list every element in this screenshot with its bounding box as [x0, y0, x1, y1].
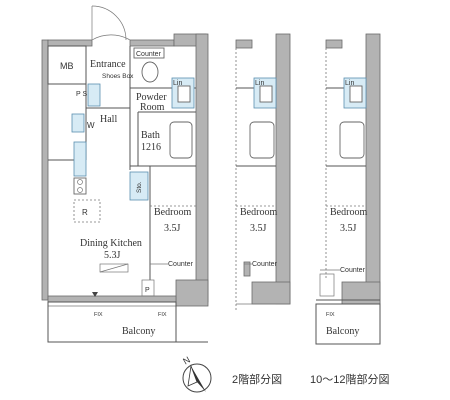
counter-top-label: Counter [136, 51, 162, 58]
right-wall [195, 33, 209, 303]
plan3-balcony [315, 303, 381, 345]
ps-label: P S [76, 91, 87, 98]
plan3-counter-label: Counter [340, 267, 366, 274]
left-wall [41, 39, 49, 301]
sto-label: Sto. [136, 181, 143, 193]
hall-label: Hall [100, 114, 117, 125]
counter-label: Counter [168, 261, 194, 268]
plan2-lin-label: Lin [255, 80, 264, 87]
fix-label-right: FIX [158, 312, 167, 318]
plan2-counter-label: Counter [252, 261, 278, 268]
mb-label: MB [60, 61, 74, 71]
plan3-fix-label: FIX [326, 312, 335, 318]
plan2-bedroom-size: 3.5J [250, 223, 267, 234]
plan2-right-wall [275, 33, 291, 305]
r-label: R [82, 208, 88, 217]
shoes-box-label: Shoes Box [102, 73, 134, 80]
fix-label-left: FIX [94, 312, 103, 318]
shoes-box [87, 83, 101, 107]
balcony [47, 301, 177, 343]
entrance-door-swing [91, 34, 131, 41]
plan2-bedroom-label: Bedroom [240, 207, 277, 218]
washer-space [71, 113, 85, 133]
dk-fixture [99, 263, 129, 273]
w-label: W [87, 121, 95, 130]
plan3-balcony-label: Balcony [326, 326, 359, 337]
powder-room-label-2: Room [140, 102, 165, 113]
plan3-bedroom-size: 3.5J [340, 223, 357, 234]
refrigerator-space [73, 199, 101, 223]
plan3-right-wall [365, 33, 381, 305]
caption-10-12f: 10～12階部分図 [310, 374, 390, 386]
toilet [141, 61, 159, 83]
lin-label: Lin [173, 80, 182, 87]
compass-icon [182, 363, 212, 393]
bathtub [169, 121, 193, 159]
column-bottom [175, 279, 209, 307]
cooktop [73, 177, 87, 195]
dining-kitchen-label: Dining Kitchen [80, 238, 142, 249]
mb-box [47, 45, 87, 85]
bath-size: 1216 [141, 142, 161, 153]
top-wall-right [129, 39, 175, 47]
pipe-space [141, 279, 155, 297]
p-label: P [145, 287, 150, 294]
bottom-wall [47, 295, 177, 303]
storage [129, 171, 149, 201]
bath-label: Bath [141, 130, 160, 141]
plan3-bedroom-label: Bedroom [330, 207, 367, 218]
bedroom-label: Bedroom [154, 207, 191, 218]
counter-top [133, 47, 165, 59]
plan3-lin-label: Lin [345, 80, 354, 87]
top-wall-left [47, 39, 93, 47]
caption-2f: 2階部分図 [232, 374, 283, 386]
compass-n-label: N [181, 355, 192, 367]
dining-kitchen-size: 5.3J [104, 250, 121, 261]
balcony-label: Balcony [122, 326, 155, 337]
entrance-label: Entrance [90, 59, 126, 70]
powder-room-label: Powder [136, 92, 167, 103]
bedroom-size: 3.5J [164, 223, 181, 234]
kitchen-sink [73, 141, 87, 177]
